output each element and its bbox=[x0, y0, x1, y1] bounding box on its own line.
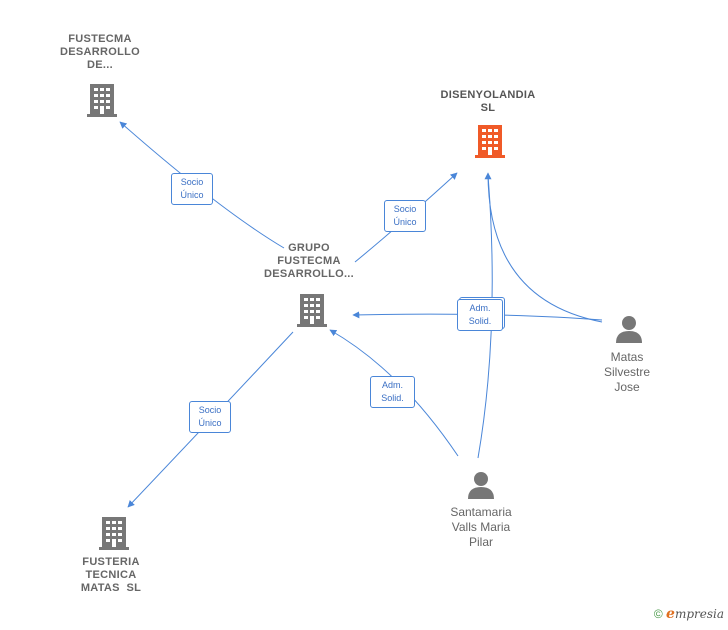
person-icon[interactable] bbox=[614, 314, 644, 349]
role-line: Socio bbox=[198, 405, 222, 415]
label-line: SL bbox=[480, 102, 496, 114]
building-icon[interactable] bbox=[98, 516, 130, 555]
label-line: Valls Maria bbox=[451, 520, 511, 534]
role-badge-socio-unico[interactable]: Socio Único bbox=[189, 401, 231, 433]
role-badge-adm-solid[interactable]: Adm. Solid. bbox=[457, 299, 503, 331]
node-label-fusteria-tecnica: FUSTERIA TECNICA MATAS SL bbox=[66, 556, 156, 595]
brand-rest: mpresia bbox=[674, 607, 724, 621]
empresia-logo[interactable]: © empresia bbox=[654, 606, 724, 622]
label-line: DESARROLLO bbox=[60, 46, 140, 58]
label-line: Matas bbox=[610, 350, 644, 364]
label-line: DE... bbox=[87, 59, 113, 71]
role-line: Solid. bbox=[468, 316, 492, 326]
role-badge-socio-unico[interactable]: Socio Único bbox=[384, 200, 426, 232]
edge-matas-to-disenyolandia bbox=[484, 172, 603, 323]
role-line: Único bbox=[393, 217, 417, 227]
label-line: TECNICA bbox=[85, 569, 137, 581]
building-icon[interactable] bbox=[86, 83, 118, 122]
role-line: Adm. bbox=[381, 380, 403, 390]
brand-initial: e bbox=[666, 606, 675, 622]
label-line: Silvestre bbox=[603, 365, 650, 379]
person-icon[interactable] bbox=[466, 470, 496, 505]
node-label-disenyolandia: DISENYOLANDIA SL bbox=[428, 89, 548, 115]
brand-wordmark: empresia bbox=[666, 606, 724, 622]
node-label-santamaria-valls: Santamaria Valls Maria Pilar bbox=[436, 505, 526, 550]
building-icon[interactable] bbox=[296, 293, 328, 332]
role-line: Socio bbox=[180, 177, 204, 187]
role-line: Único bbox=[198, 418, 222, 428]
label-line: Jose bbox=[614, 380, 640, 394]
role-badge-socio-unico[interactable]: Socio Único bbox=[171, 173, 213, 205]
role-line: Adm. bbox=[469, 303, 491, 313]
label-line: Santamaria bbox=[450, 505, 512, 519]
node-label-fustecma-desarrollo: FUSTECMA DESARROLLO DE... bbox=[55, 33, 145, 72]
building-icon[interactable] bbox=[474, 124, 506, 163]
label-line: GRUPO bbox=[288, 242, 330, 254]
label-line: FUSTECMA bbox=[277, 255, 341, 267]
role-badge-adm-solid[interactable]: Adm. Solid. bbox=[370, 376, 415, 408]
role-line: Socio bbox=[393, 204, 417, 214]
role-line: Único bbox=[180, 190, 204, 200]
label-line: DESARROLLO... bbox=[263, 268, 355, 280]
label-line: FUSTECMA bbox=[68, 33, 132, 45]
node-label-matas-silvestre: Matas Silvestre Jose bbox=[589, 350, 665, 395]
copyright-symbol: © bbox=[653, 607, 663, 621]
node-label-grupo-fustecma: GRUPO FUSTECMA DESARROLLO... bbox=[259, 242, 359, 281]
role-line: Solid. bbox=[381, 393, 404, 403]
label-line: Pilar bbox=[468, 535, 493, 549]
label-line: MATAS SL bbox=[80, 582, 142, 594]
label-line: DISENYOLANDIA bbox=[440, 89, 536, 101]
label-line: FUSTERIA bbox=[82, 556, 140, 568]
